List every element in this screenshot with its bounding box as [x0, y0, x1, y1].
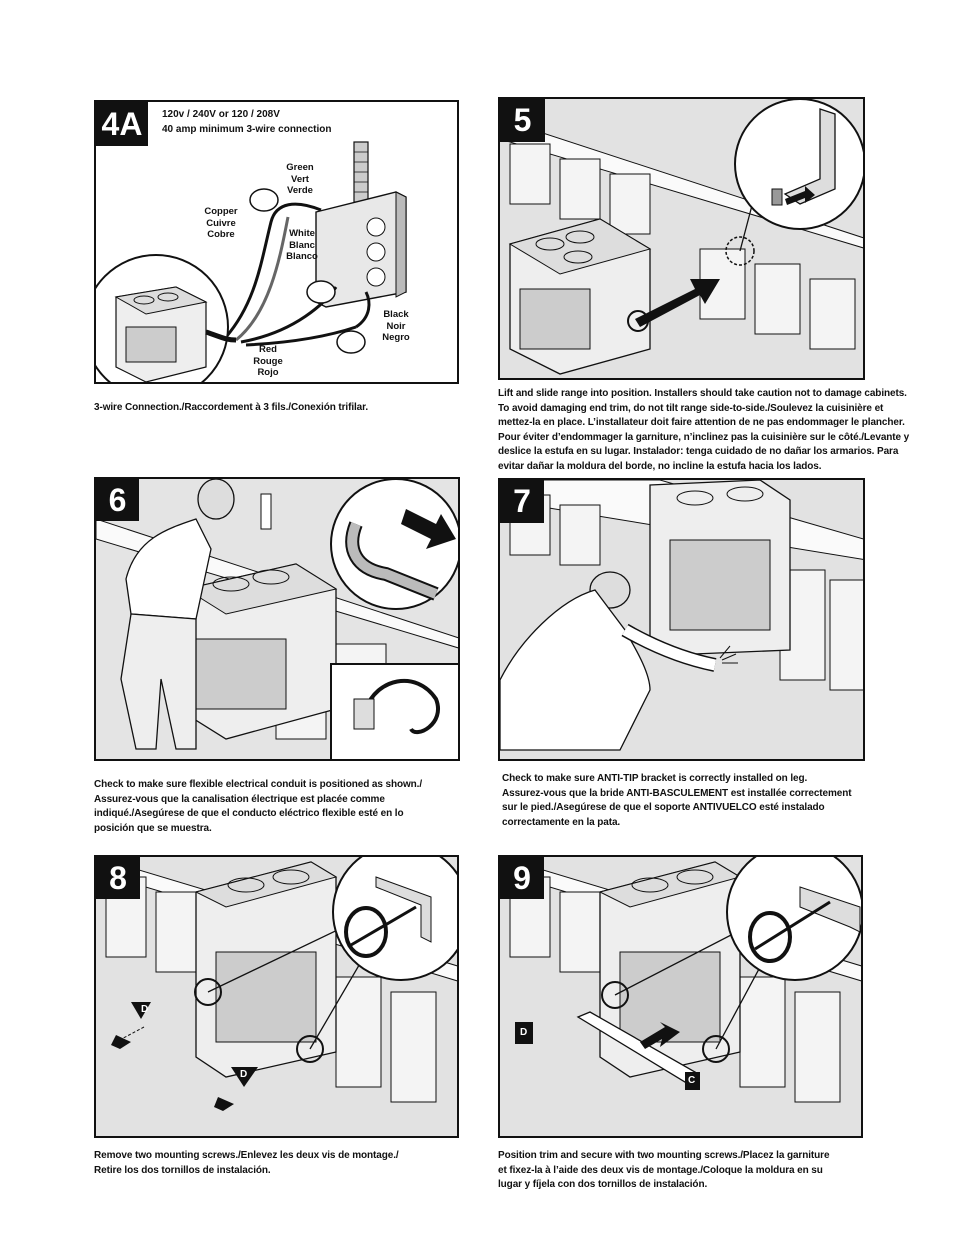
remove-screws-illustration — [96, 857, 457, 1136]
step-badge-7: 7 — [500, 480, 544, 523]
panel-5: 5 — [498, 97, 865, 380]
screw-label-d-right: D — [240, 1069, 248, 1080]
caption-9: Position trim and secure with two mounti… — [498, 1150, 830, 1190]
screw-label-d-left: D — [141, 1004, 149, 1015]
step-badge-4a: 4A — [96, 102, 148, 146]
caption-4a: 3-wire Connection./Raccordement à 3 fils… — [94, 402, 369, 413]
caption-7: Check to make sure ANTI-TIP bracket is c… — [502, 773, 852, 828]
step-badge-6: 6 — [96, 479, 139, 521]
screw-label-d: D — [520, 1027, 528, 1038]
panel-9: 9 D C — [498, 855, 863, 1138]
step-badge-9: 9 — [500, 857, 544, 899]
voltage-spec: 120v / 240V or 120 / 208V — [162, 109, 280, 120]
step-badge-8: 8 — [96, 857, 140, 899]
caption-6: Check to make sure flexible electrical c… — [94, 779, 422, 834]
anti-tip-check-illustration — [500, 480, 863, 759]
trim-label-c: C — [688, 1075, 696, 1086]
step-badge-5: 5 — [500, 99, 545, 142]
panel-8: 8 D D — [94, 855, 459, 1138]
install-trim-illustration — [500, 857, 861, 1136]
caption-5: Lift and slide range into position. Inst… — [498, 388, 910, 472]
wiring-illustration — [96, 102, 457, 382]
panel-7: 7 — [498, 478, 865, 761]
panel-4a: 4A 120v / 240V or 120 / 208V 40 amp mini… — [94, 100, 459, 384]
connection-spec: 40 amp minimum 3-wire connection — [162, 124, 332, 135]
caption-8: Remove two mounting screws./Enlevez les … — [94, 1150, 399, 1176]
range-slide-illustration — [500, 99, 863, 378]
conduit-check-illustration — [96, 479, 458, 759]
panel-6: 6 — [94, 477, 460, 761]
